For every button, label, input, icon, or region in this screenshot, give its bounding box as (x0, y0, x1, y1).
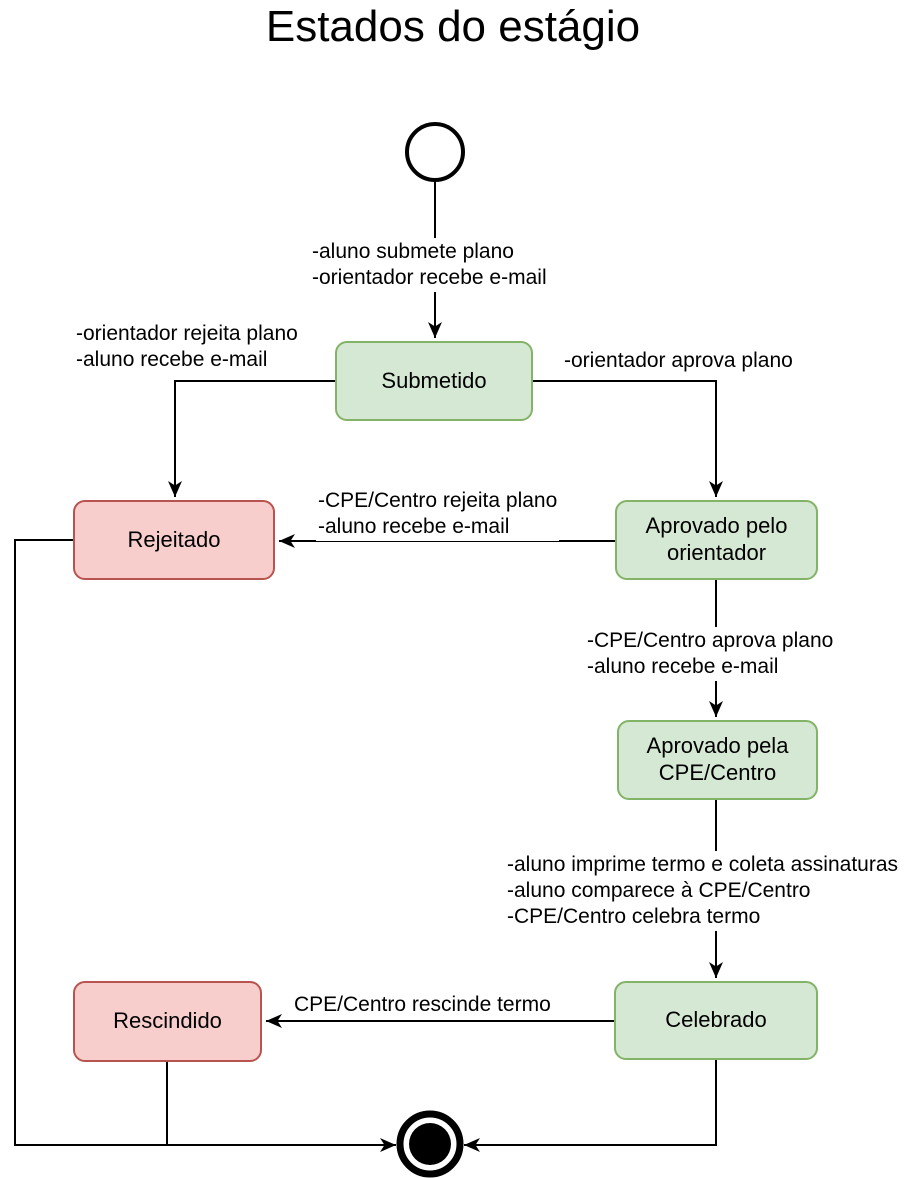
transition-label-line: -orientador recebe e-mail (312, 266, 547, 289)
initial-state-icon (405, 122, 465, 182)
edge-submetido-to-rejeitado (168, 380, 335, 497)
edge-rejeitado-to-final (14, 539, 396, 1152)
transition-label-line: -aluno comparece à CPE/Centro (507, 879, 811, 902)
transition-label-cpe-aprova: -CPE/Centro aprova plano -aluno recebe e… (585, 627, 836, 681)
transition-label-line: -aluno imprime termo e coleta assinatura… (507, 853, 899, 876)
transition-label-line: -CPE/Centro celebra termo (507, 905, 761, 928)
state-label: Submetido (381, 367, 487, 393)
edge-submetido-to-aprovado-orientador (533, 380, 723, 497)
transition-label-line: -orientador rejeita plano (76, 322, 298, 345)
transition-label-line: -orientador aprova plano (564, 349, 793, 372)
edge-celebrado-to-final (464, 1060, 717, 1152)
state-label: Aprovado pelo orientador (645, 513, 788, 565)
state-celebrado: Celebrado (614, 981, 818, 1060)
transition-label-line: -aluno submete plano (312, 240, 514, 263)
state-submetido: Submetido (335, 341, 533, 421)
state-label: Rescindido (113, 1008, 222, 1034)
transition-label-line: -aluno recebe e-mail (76, 348, 268, 371)
state-aprovado-orientador: Aprovado pelo orientador (615, 500, 818, 580)
final-state-icon (396, 1110, 464, 1178)
transition-label-cpe-rejeita: -CPE/Centro rejeita plano -aluno recebe … (316, 487, 560, 541)
state-aprovado-cpe: Aprovado pela CPE/Centro (617, 720, 818, 800)
transition-label-orientador-rejeita: -orientador rejeita plano -aluno recebe … (74, 320, 300, 374)
transition-label-line: -CPE/Centro rejeita plano (318, 489, 558, 512)
transition-label-line: -aluno recebe e-mail (318, 515, 510, 538)
state-label: Rejeitado (127, 526, 221, 552)
state-rescindido: Rescindido (73, 981, 262, 1062)
transition-label-submit: -aluno submete plano -orientador recebe … (310, 238, 549, 292)
transition-label-line: -CPE/Centro aprova plano (587, 629, 834, 652)
transition-label-line: -aluno recebe e-mail (587, 655, 779, 678)
diagram-title: Estados do estágio (265, 2, 641, 51)
transition-label-line: CPE/Centro rescinde termo (294, 993, 551, 1016)
transition-label-rescinde: CPE/Centro rescinde termo (292, 991, 553, 1019)
state-label: Aprovado pela CPE/Centro (646, 733, 789, 785)
state-rejeitado: Rejeitado (73, 500, 275, 580)
transition-label-celebra: -aluno imprime termo e coleta assinatura… (505, 851, 901, 931)
state-label: Celebrado (665, 1007, 767, 1033)
transition-label-orientador-aprova: -orientador aprova plano (562, 347, 795, 375)
